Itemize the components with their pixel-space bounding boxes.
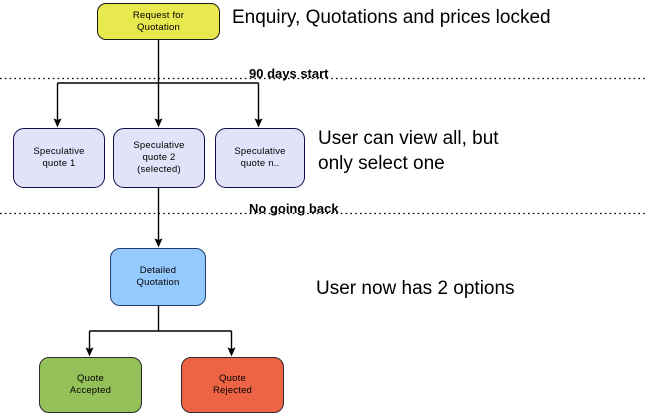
divider-label-no-going-back: No going back (249, 201, 339, 216)
node-request-for-quotation[interactable]: Request for Quotation (97, 3, 220, 40)
annotation-view-all-select-one: User can view all, but only select one (318, 128, 499, 174)
node-quote-accepted[interactable]: Quote Accepted (39, 357, 142, 413)
divider-label-90-days-start: 90 days start (249, 66, 329, 81)
annotation-prices-locked: Enquiry, Quotations and prices locked (232, 7, 551, 28)
node-speculative-quote-n[interactable]: Speculative quote n.. (215, 128, 305, 188)
annotation-two-options: User now has 2 options (316, 278, 515, 299)
node-speculative-quote-1[interactable]: Speculative quote 1 (13, 128, 105, 188)
node-detailed-quotation[interactable]: Detailed Quotation (110, 248, 206, 306)
node-speculative-quote-2-selected[interactable]: Speculative quote 2 (selected) (113, 128, 205, 188)
node-quote-rejected[interactable]: Quote Rejected (181, 357, 284, 413)
